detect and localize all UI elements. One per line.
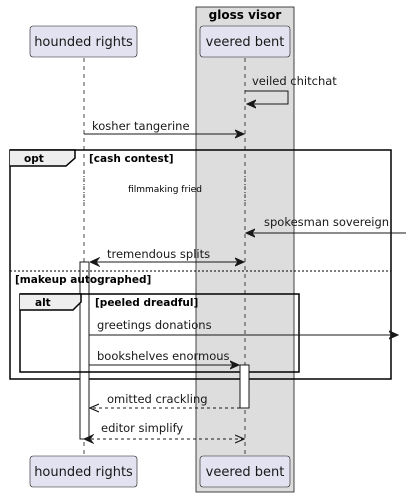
svg-text:veiled chitchat: veiled chitchat xyxy=(252,74,337,88)
svg-text:[cash contest]: [cash contest] xyxy=(89,153,174,165)
svg-text:hounded rights: hounded rights xyxy=(34,35,133,50)
svg-text:tremendous splits: tremendous splits xyxy=(107,247,210,261)
participant-left-bottom[interactable]: hounded rights xyxy=(29,455,138,488)
svg-text:veered bent: veered bent xyxy=(206,35,285,50)
svg-text:omitted crackling: omitted crackling xyxy=(107,392,208,406)
svg-text:[peeled dreadful]: [peeled dreadful] xyxy=(95,297,198,309)
svg-text:editor simplify: editor simplify xyxy=(101,421,183,435)
box-title: gloss visor xyxy=(209,8,282,22)
opt-fragment: opt [cash contest] xyxy=(9,149,392,380)
svg-text:alt: alt xyxy=(35,297,51,309)
participant-right-top[interactable]: veered bent xyxy=(199,25,291,58)
svg-text:opt: opt xyxy=(24,153,44,165)
activation-right xyxy=(239,364,250,409)
message-3: tremendous splits xyxy=(91,247,244,262)
svg-text:bookshelves enormous: bookshelves enormous xyxy=(97,349,230,363)
alt-fragment: alt [peeled dreadful] xyxy=(19,293,300,373)
svg-text:veered bent: veered bent xyxy=(206,465,285,480)
message-6: omitted crackling xyxy=(90,392,240,408)
svg-text:spokesman sovereign: spokesman sovereign xyxy=(264,215,389,229)
divider-note: filmmaking fried xyxy=(83,172,246,204)
participant-left-top[interactable]: hounded rights xyxy=(29,25,138,58)
message-4: greetings donations xyxy=(89,318,398,335)
message-7: editor simplify xyxy=(85,421,244,439)
svg-text:filmmaking fried: filmmaking fried xyxy=(128,185,202,195)
message-5: bookshelves enormous xyxy=(89,349,239,365)
svg-text:greetings donations: greetings donations xyxy=(97,318,212,332)
message-1: kosher tangerine xyxy=(84,119,244,134)
svg-text:hounded rights: hounded rights xyxy=(34,465,133,480)
else-divider: [makeup autographed] xyxy=(10,270,391,286)
svg-text:kosher tangerine: kosher tangerine xyxy=(92,119,190,133)
activation-left xyxy=(79,261,90,440)
participant-right-bottom[interactable]: veered bent xyxy=(199,455,291,488)
message-2: spokesman sovereign xyxy=(246,215,406,233)
svg-text:[makeup autographed]: [makeup autographed] xyxy=(15,274,151,286)
message-self: veiled chitchat xyxy=(245,74,337,104)
